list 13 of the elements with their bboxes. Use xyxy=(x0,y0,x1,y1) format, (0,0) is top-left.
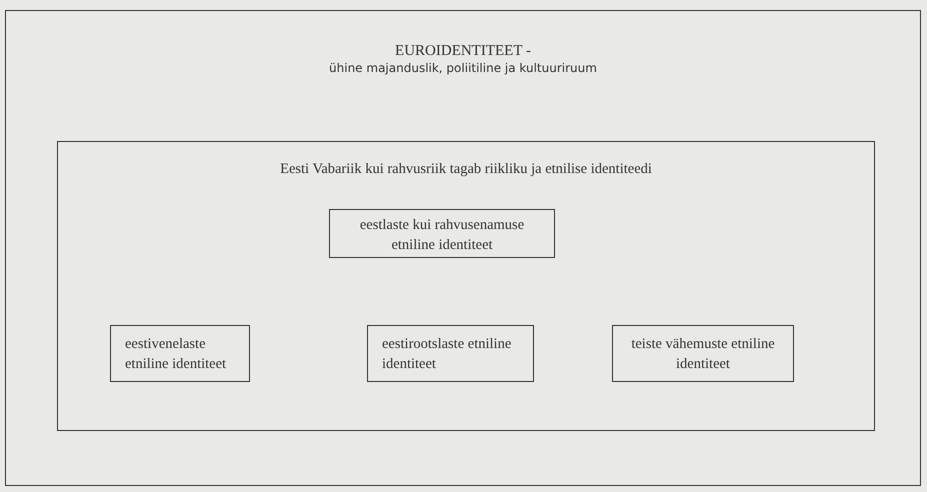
box-label: Eesti Vabariik kui rahvusriik tagab riikliku ja etnilise identiteedi xyxy=(279,160,653,179)
box-label: eestirootslaste etniline identiteet xyxy=(381,335,512,374)
box-label: teiste vähemuste etniline identiteet xyxy=(630,335,776,374)
identity-box xyxy=(329,209,555,258)
box-label: eestivenelaste etniline identiteet xyxy=(124,335,228,374)
frame-heading: EUROIDENTITEET - xyxy=(394,42,532,61)
identity-box xyxy=(110,325,250,382)
box-label: ühine majanduslik, poliitiline ja kultuuriruum xyxy=(328,60,598,76)
box-label: eestlaste kui rahvusenamuse etniline identiteet xyxy=(358,216,526,255)
outer-frame xyxy=(5,10,921,486)
identity-box xyxy=(367,325,534,382)
identity-box xyxy=(612,325,794,382)
state-frame xyxy=(57,141,875,431)
